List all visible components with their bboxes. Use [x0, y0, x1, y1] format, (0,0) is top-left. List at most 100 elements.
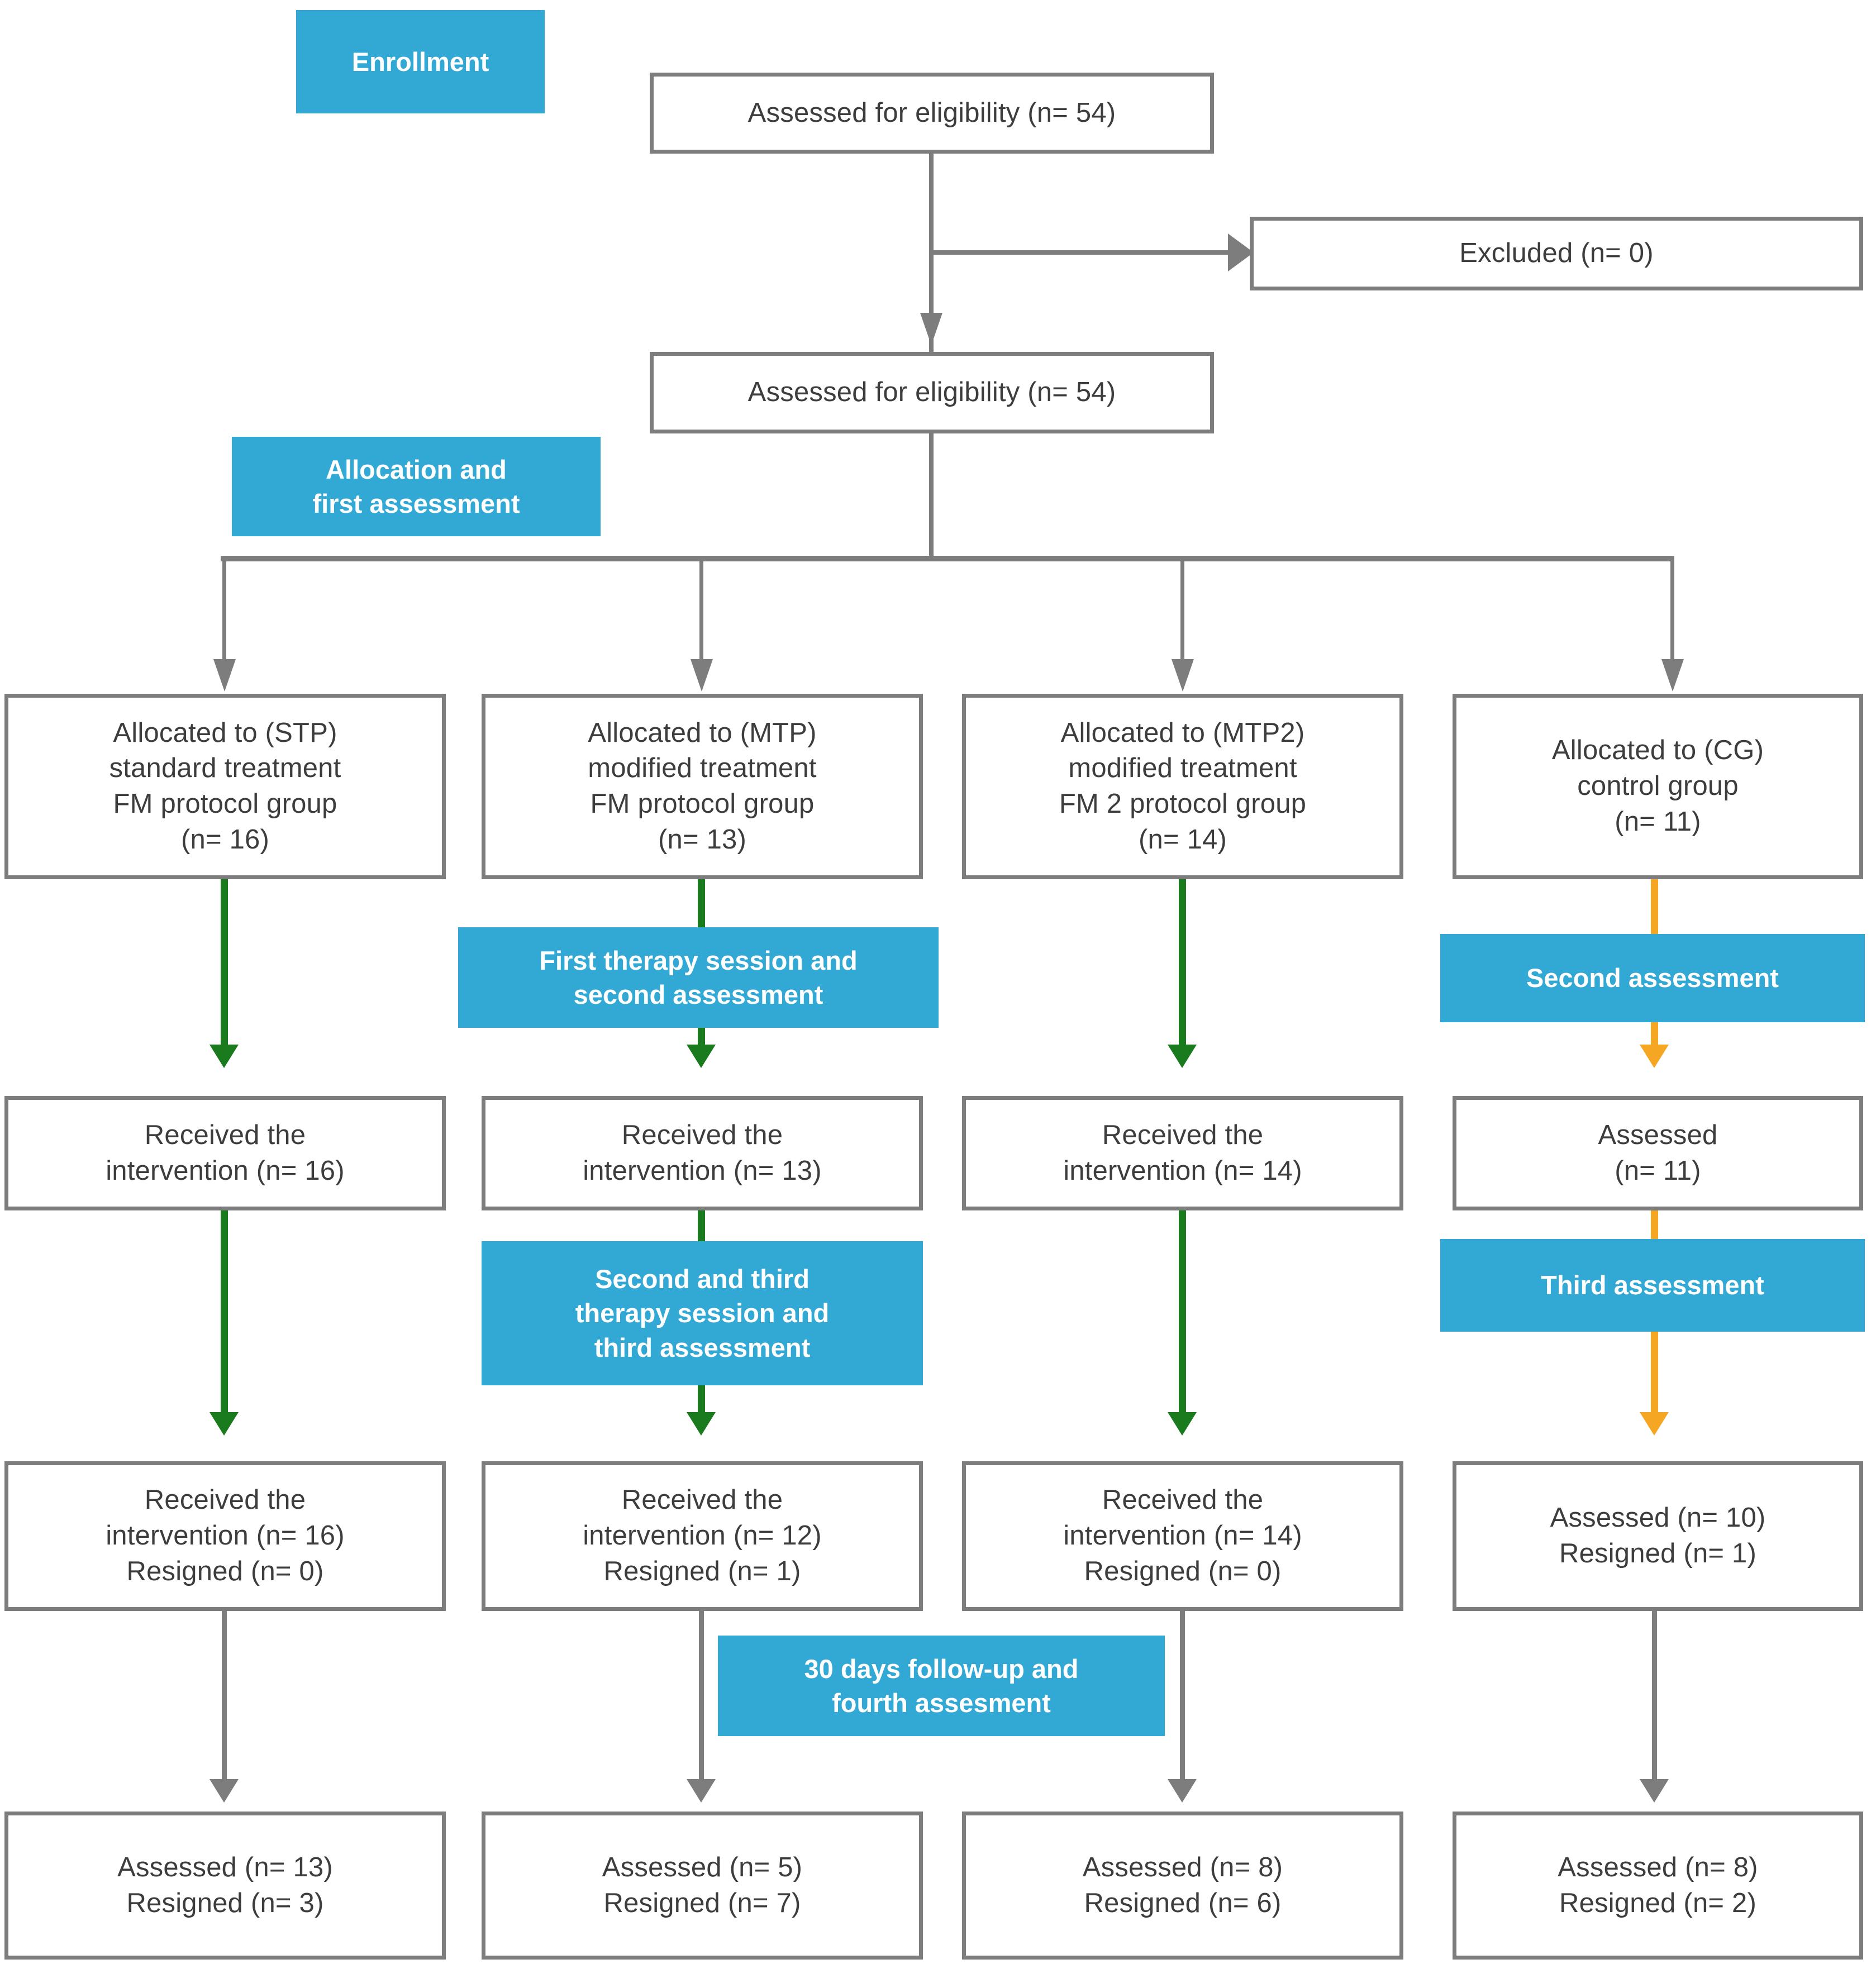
- stage-label-first-therapy: First therapy session and second assessm…: [458, 927, 939, 1028]
- node-row2-mtp-line2: intervention (n= 13): [583, 1155, 822, 1186]
- node-allocated-stp: Allocated to (STP) standard treatment FM…: [4, 694, 446, 879]
- connector-eligibility1-down: [929, 154, 934, 377]
- connector-gray-col3-r3r4: [1180, 1611, 1185, 1790]
- arrow-down-orange-col4-r1r2: [1640, 1045, 1669, 1068]
- node-allocated-cg-line3: (n= 11): [1615, 806, 1701, 837]
- node-excluded: Excluded (n= 0): [1250, 217, 1863, 290]
- node-assessed-eligibility-2-text: Assessed for eligibility (n= 54): [747, 377, 1116, 408]
- node-row2-mtp: Received the intervention (n= 13): [482, 1096, 923, 1210]
- node-row3-mtp2-line3: Resigned (n= 0): [1084, 1556, 1282, 1586]
- node-row4-cg-line1: Assessed (n= 8): [1558, 1852, 1758, 1882]
- arrow-down-to-eligibility2: [920, 313, 942, 345]
- connector-green-col3-r1r2: [1179, 879, 1186, 1052]
- stage-followup-line2: fourth assesment: [832, 1688, 1051, 1718]
- connector-green-col3-r2r3: [1179, 1210, 1186, 1420]
- node-row3-mtp-line3: Resigned (n= 1): [603, 1556, 801, 1586]
- node-row4-mtp2: Assessed (n= 8) Resigned (n= 6): [962, 1812, 1403, 1960]
- stage-label-second-third-therapy: Second and third therapy session and thi…: [482, 1241, 923, 1385]
- node-row4-stp-line2: Resigned (n= 3): [126, 1887, 324, 1918]
- stage-label-third-assessment: Third assessment: [1440, 1239, 1865, 1332]
- connector-eligibility2-down: [929, 433, 934, 559]
- node-row3-cg: Assessed (n= 10) Resigned (n= 1): [1453, 1461, 1863, 1611]
- node-row3-stp: Received the intervention (n= 16) Resign…: [4, 1461, 446, 1611]
- node-allocated-stp-line1: Allocated to (STP): [113, 717, 337, 748]
- arrow-down-orange-col4-r2r3: [1640, 1412, 1669, 1436]
- connector-gray-col1-r3r4: [222, 1611, 227, 1790]
- node-row2-cg-line2: (n= 11): [1615, 1155, 1701, 1186]
- stage-label-allocation: Allocation and first assessment: [232, 437, 601, 536]
- node-allocated-stp-line4: (n= 16): [180, 824, 270, 855]
- node-row3-mtp2: Received the intervention (n= 14) Resign…: [962, 1461, 1403, 1611]
- node-row2-mtp2-line1: Received the: [1102, 1119, 1264, 1150]
- stage-third-assessment-text: Third assessment: [1541, 1270, 1764, 1300]
- node-allocated-stp-line3: FM protocol group: [113, 789, 337, 819]
- node-row2-mtp2: Received the intervention (n= 14): [962, 1096, 1403, 1210]
- node-allocated-stp-line2: standard treatment: [109, 753, 341, 784]
- node-allocated-mtp2-line4: (n= 14): [1138, 824, 1227, 855]
- node-allocated-mtp2-line2: modified treatment: [1068, 753, 1297, 784]
- node-row2-mtp-line1: Received the: [621, 1119, 783, 1150]
- node-row2-cg-line1: Assessed: [1598, 1119, 1718, 1150]
- node-allocated-mtp2: Allocated to (MTP2) modified treatment F…: [962, 694, 1403, 879]
- arrow-down-green-col1-r1r2: [209, 1045, 239, 1068]
- stage-allocation-line1: Allocation and: [326, 454, 507, 484]
- stage-first-therapy-line1: First therapy session and: [539, 945, 858, 975]
- node-allocated-cg: Allocated to (CG) control group (n= 11): [1453, 694, 1863, 879]
- stage-first-therapy-line2: second assessment: [573, 980, 823, 1009]
- connector-drop-col2: [699, 559, 703, 670]
- stage-enrollment-text: Enrollment: [351, 46, 489, 77]
- node-allocated-mtp-line1: Allocated to (MTP): [588, 717, 817, 748]
- node-row2-stp-line2: intervention (n= 16): [106, 1155, 345, 1186]
- node-row3-stp-line1: Received the: [144, 1485, 306, 1515]
- node-row3-mtp2-line2: intervention (n= 14): [1063, 1520, 1302, 1551]
- connector-green-col1-r2r3: [221, 1210, 228, 1420]
- arrow-right-to-excluded: [1228, 233, 1254, 271]
- node-allocated-mtp2-line1: Allocated to (MTP2): [1060, 717, 1305, 748]
- arrow-down-alloc-col2: [691, 659, 713, 692]
- connector-to-excluded: [929, 250, 1253, 255]
- node-row4-cg: Assessed (n= 8) Resigned (n= 2): [1453, 1812, 1863, 1960]
- node-allocated-mtp: Allocated to (MTP) modified treatment FM…: [482, 694, 923, 879]
- connector-drop-col1: [222, 559, 226, 670]
- node-row3-cg-line1: Assessed (n= 10): [1550, 1503, 1766, 1533]
- node-row4-mtp2-line1: Assessed (n= 8): [1082, 1852, 1283, 1882]
- node-allocated-mtp-line2: modified treatment: [588, 753, 817, 784]
- node-row4-cg-line2: Resigned (n= 2): [1559, 1887, 1756, 1918]
- arrow-down-gray-col4-r3r4: [1640, 1779, 1669, 1803]
- arrow-down-green-col3-r2r3: [1168, 1412, 1197, 1436]
- arrow-down-gray-col2-r3r4: [687, 1779, 716, 1803]
- stage-second-third-line3: third assessment: [594, 1332, 811, 1362]
- arrow-down-green-col3-r1r2: [1168, 1045, 1197, 1068]
- arrow-down-gray-col1-r3r4: [209, 1779, 239, 1803]
- stage-second-third-line1: Second and third: [595, 1264, 810, 1294]
- node-assessed-eligibility-1: Assessed for eligibility (n= 54): [650, 73, 1214, 154]
- connector-drop-col4: [1670, 559, 1674, 670]
- connector-green-col1-r1r2: [221, 879, 228, 1052]
- connector-gray-col2-r3r4: [699, 1611, 704, 1790]
- stage-followup-line1: 30 days follow-up and: [804, 1653, 1079, 1684]
- node-allocated-cg-line2: control group: [1577, 771, 1739, 802]
- node-row4-mtp: Assessed (n= 5) Resigned (n= 7): [482, 1812, 923, 1960]
- node-row4-stp-line1: Assessed (n= 13): [117, 1852, 333, 1882]
- node-row4-mtp-line1: Assessed (n= 5): [602, 1852, 803, 1882]
- node-row3-mtp: Received the intervention (n= 12) Resign…: [482, 1461, 923, 1611]
- node-row3-mtp-line1: Received the: [621, 1485, 783, 1515]
- node-row3-stp-line3: Resigned (n= 0): [126, 1556, 324, 1586]
- stage-second-assessment-text: Second assessment: [1526, 963, 1779, 993]
- stage-second-third-line2: therapy session and: [575, 1298, 830, 1328]
- node-allocated-mtp-line3: FM protocol group: [590, 789, 815, 819]
- node-row4-mtp-line2: Resigned (n= 7): [603, 1887, 801, 1918]
- node-row2-mtp2-line2: intervention (n= 14): [1063, 1155, 1302, 1186]
- node-assessed-eligibility-1-text: Assessed for eligibility (n= 54): [747, 97, 1116, 128]
- arrow-down-green-col2-r2r3: [687, 1412, 716, 1436]
- node-row4-stp: Assessed (n= 13) Resigned (n= 3): [4, 1812, 446, 1960]
- node-row3-stp-line2: intervention (n= 16): [106, 1520, 345, 1551]
- connector-drop-col3: [1180, 559, 1184, 670]
- connector-allocation-bar: [221, 556, 1674, 561]
- node-row2-stp-line1: Received the: [144, 1119, 306, 1150]
- arrow-down-alloc-col1: [213, 659, 236, 692]
- node-allocated-mtp-line4: (n= 13): [658, 824, 747, 855]
- stage-label-second-assessment: Second assessment: [1440, 934, 1865, 1022]
- node-row3-cg-line2: Resigned (n= 1): [1559, 1538, 1756, 1569]
